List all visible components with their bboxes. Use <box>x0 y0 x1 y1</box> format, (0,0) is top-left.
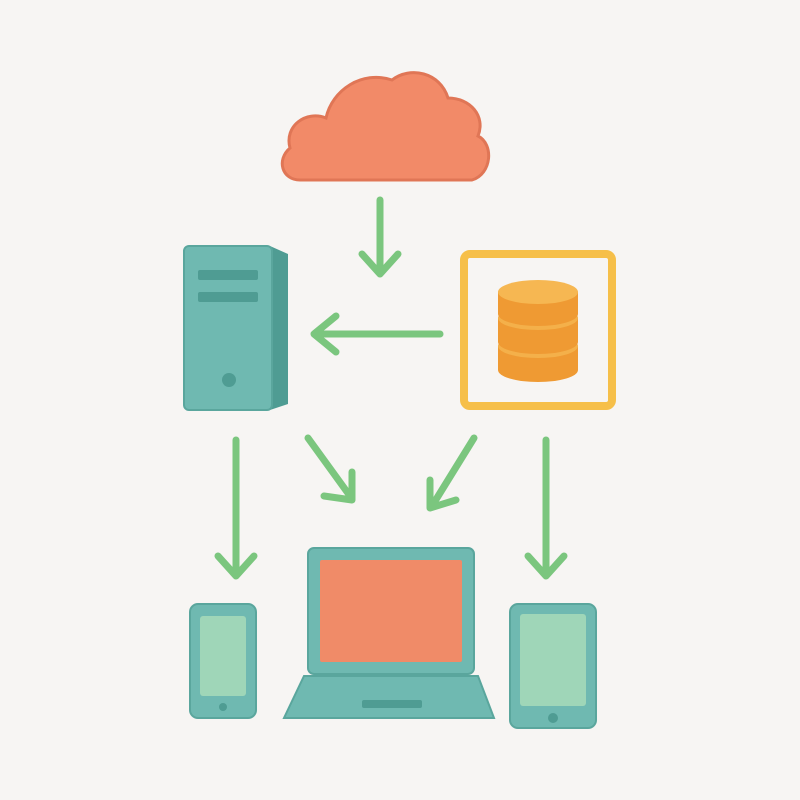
tablet-icon <box>509 603 597 729</box>
arrow-cloud-to-database <box>358 196 402 278</box>
arrow-server-to-laptop <box>304 434 356 504</box>
arrow-database-to-server <box>310 312 444 356</box>
arrow-server-to-smartphone <box>214 436 258 580</box>
smartphone-icon <box>189 603 257 719</box>
arrow-database-to-tablet <box>524 436 568 580</box>
arrow-database-to-laptop <box>426 434 478 512</box>
laptop-icon <box>282 547 496 719</box>
server-tower-icon <box>183 245 288 411</box>
database-icon <box>460 250 616 410</box>
arrows <box>214 196 568 580</box>
cloud-icon <box>280 71 491 182</box>
